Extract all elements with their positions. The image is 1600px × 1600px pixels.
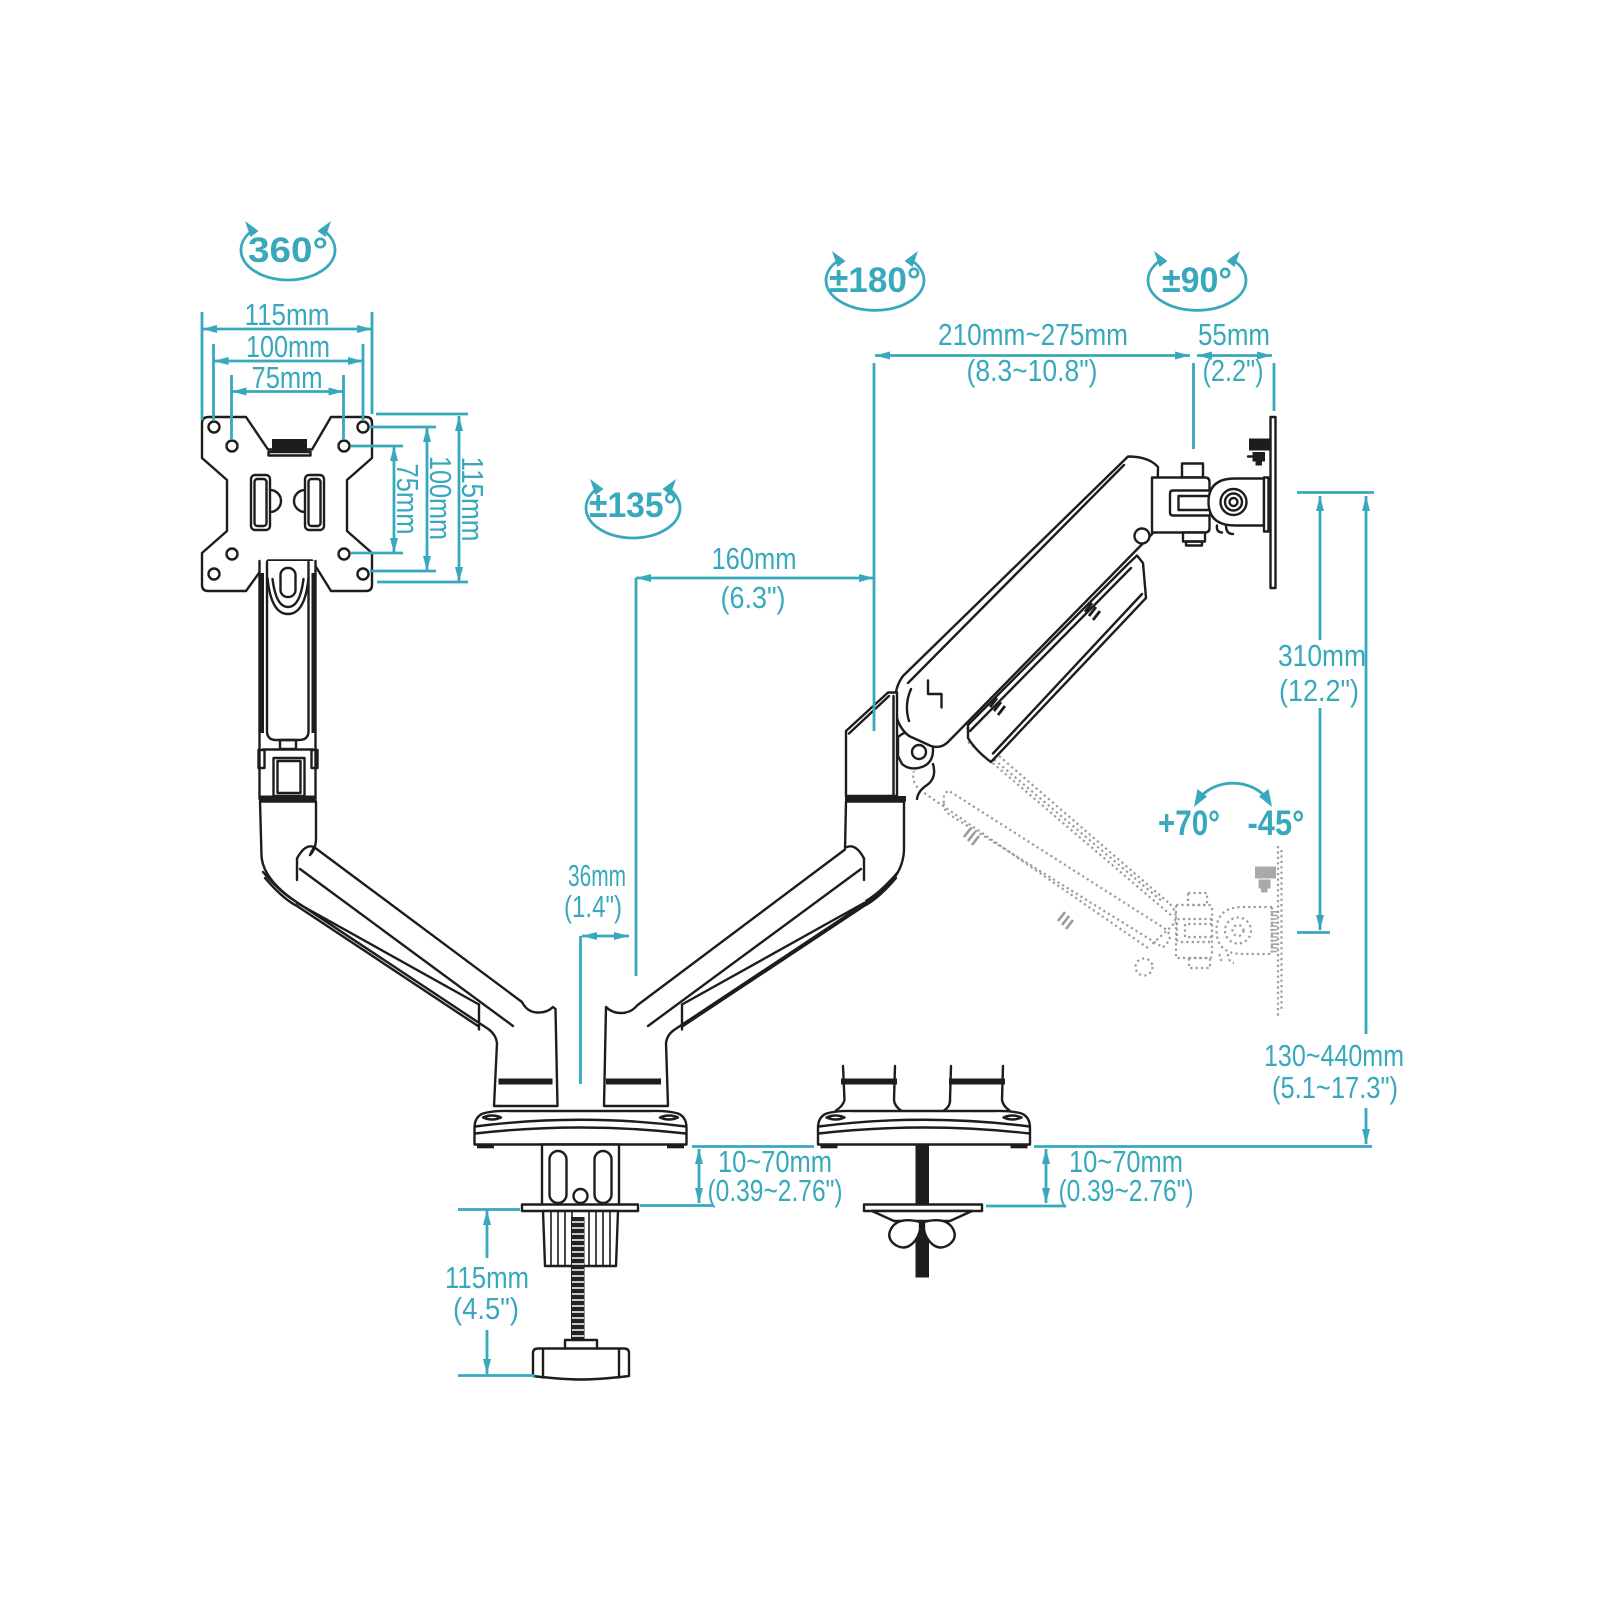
svg-text:160mm: 160mm [712, 542, 797, 576]
svg-text:115mm: 115mm [445, 1261, 529, 1295]
svg-text:(4.5"): (4.5") [453, 1292, 519, 1326]
svg-text:-45°: -45° [1248, 804, 1305, 843]
svg-text:36mm: 36mm [568, 859, 626, 893]
svg-text:(0.39~2.76"): (0.39~2.76") [1059, 1174, 1194, 1208]
svg-text:75mm: 75mm [252, 361, 323, 395]
svg-text:10~70mm: 10~70mm [1069, 1145, 1183, 1179]
svg-text:(2.2"): (2.2") [1203, 354, 1264, 388]
svg-text:(12.2"): (12.2") [1279, 674, 1359, 708]
svg-text:(0.39~2.76"): (0.39~2.76") [708, 1174, 843, 1208]
svg-text:(5.1~17.3"): (5.1~17.3") [1272, 1071, 1398, 1105]
svg-text:(6.3"): (6.3") [721, 581, 786, 615]
svg-text:±90°: ±90° [1162, 261, 1232, 300]
svg-text:+70°: +70° [1158, 804, 1220, 843]
svg-text:310mm: 310mm [1278, 639, 1366, 673]
svg-text:±180°: ±180° [829, 261, 921, 300]
svg-text:115mm: 115mm [245, 298, 330, 332]
svg-text:100mm: 100mm [423, 456, 457, 540]
svg-text:55mm: 55mm [1198, 318, 1270, 352]
svg-text:75mm: 75mm [390, 464, 424, 535]
svg-text:±135°: ±135° [589, 486, 677, 525]
svg-text:360°: 360° [248, 231, 328, 270]
svg-text:210mm~275mm: 210mm~275mm [938, 318, 1128, 352]
svg-text:100mm: 100mm [246, 330, 330, 364]
svg-text:115mm: 115mm [455, 457, 489, 542]
svg-text:10~70mm: 10~70mm [718, 1145, 832, 1179]
svg-text:130~440mm: 130~440mm [1264, 1039, 1404, 1073]
svg-text:(8.3~10.8"): (8.3~10.8") [967, 354, 1098, 388]
svg-text:(1.4"): (1.4") [564, 890, 622, 924]
